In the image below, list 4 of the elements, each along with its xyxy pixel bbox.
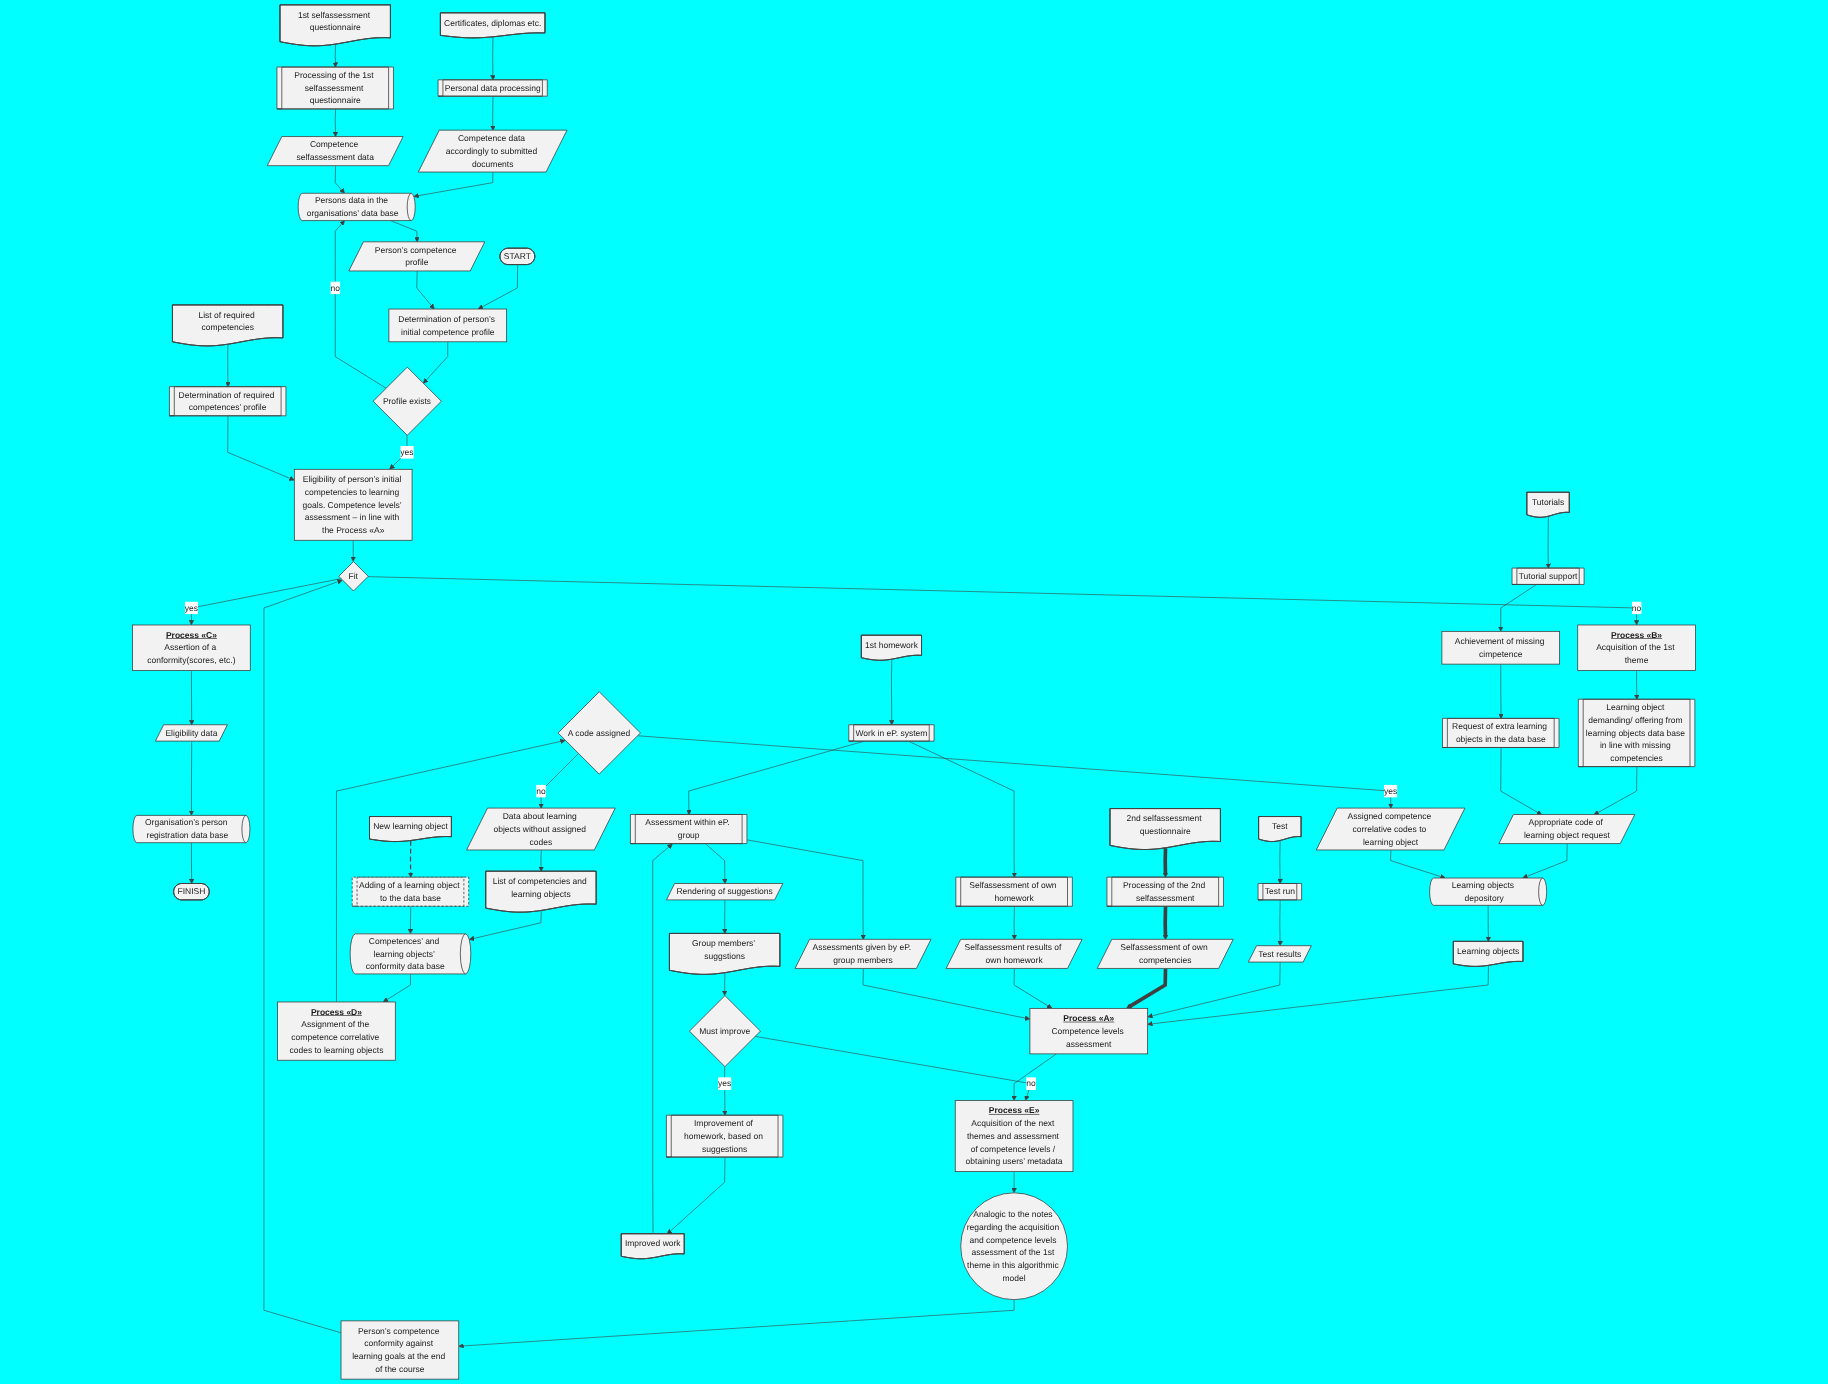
arrow	[408, 840, 414, 878]
arrow	[1126, 968, 1168, 1009]
arrow	[1162, 848, 1169, 878]
arrow	[1162, 906, 1169, 940]
